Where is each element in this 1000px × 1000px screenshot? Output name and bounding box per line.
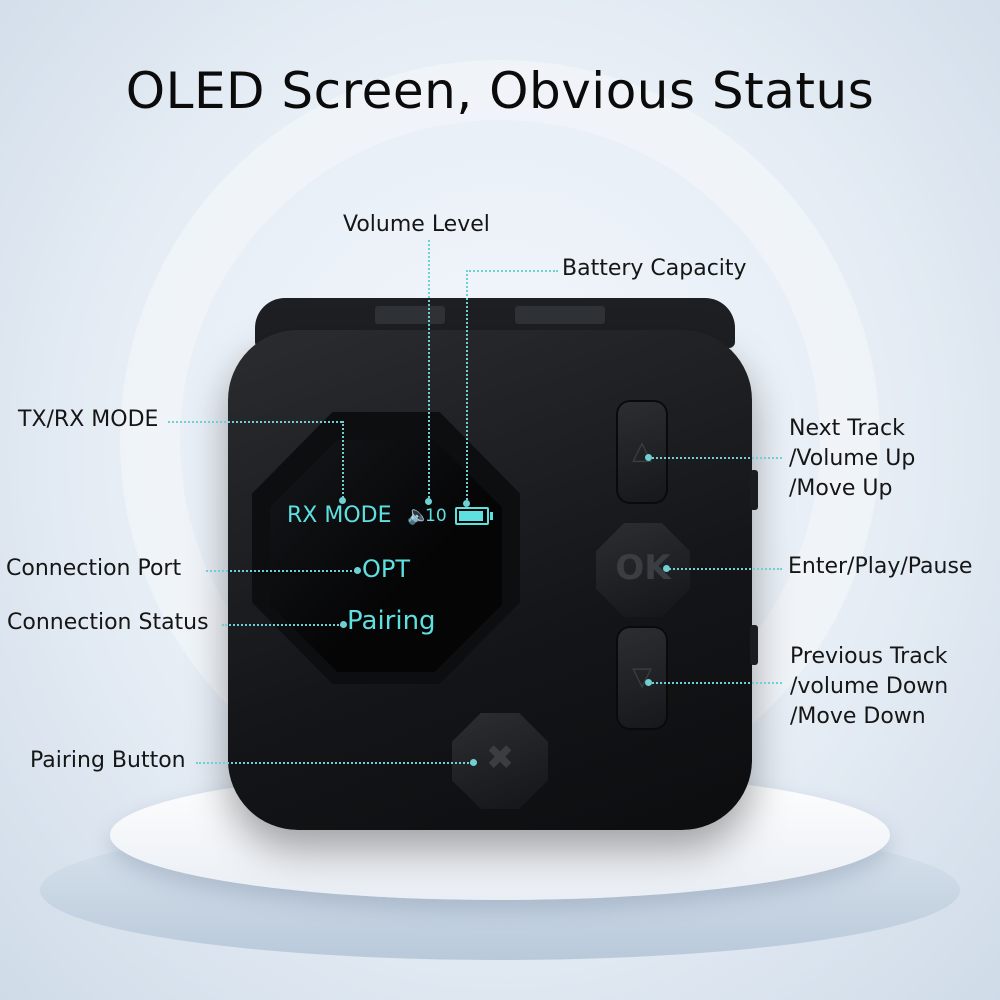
leader-dot bbox=[340, 621, 347, 628]
leader-line bbox=[428, 240, 430, 502]
leader-dot bbox=[645, 454, 652, 461]
next-track-label: Next Track /Volume Up /Move Up bbox=[789, 414, 915, 504]
ok-button-label: OK bbox=[615, 548, 671, 588]
page-title: OLED Screen, Obvious Status bbox=[125, 62, 875, 120]
side-nub bbox=[750, 625, 758, 665]
previous-track-line: /volume Down bbox=[790, 674, 949, 699]
volume-level-label: Volume Level bbox=[343, 212, 490, 237]
leader-dot bbox=[645, 679, 652, 686]
leader-dot bbox=[339, 497, 346, 504]
previous-track-button[interactable]: ▽ bbox=[616, 626, 668, 730]
previous-track-label: Previous Track /volume Down /Move Down bbox=[790, 642, 948, 732]
next-track-line: /Volume Up bbox=[789, 446, 916, 471]
leader-line bbox=[206, 570, 356, 572]
battery-icon bbox=[455, 507, 493, 525]
next-track-line: /Move Up bbox=[789, 476, 893, 501]
previous-track-line: /Move Down bbox=[790, 704, 926, 729]
txrx-mode-label: TX/RX MODE bbox=[18, 407, 159, 432]
leader-dot bbox=[425, 498, 432, 505]
leader-line bbox=[666, 568, 782, 570]
oled-mode-text: RX MODE bbox=[287, 503, 392, 528]
leader-line bbox=[196, 762, 472, 764]
leader-line bbox=[648, 457, 782, 459]
battery-capacity-label: Battery Capacity bbox=[562, 256, 747, 281]
ok-button[interactable] bbox=[596, 523, 690, 617]
leader-dot bbox=[470, 759, 477, 766]
leader-line bbox=[342, 421, 344, 501]
leader-dot bbox=[354, 567, 361, 574]
leader-dot bbox=[463, 500, 470, 507]
oled-port-text: OPT bbox=[362, 555, 411, 583]
next-track-line: Next Track bbox=[789, 416, 905, 441]
leader-line bbox=[168, 421, 342, 423]
oled-volume-text: 10 bbox=[425, 506, 447, 526]
leader-line bbox=[466, 270, 468, 504]
bluetooth-icon: ✖ bbox=[485, 738, 515, 778]
triangle-up-icon: △ bbox=[632, 436, 652, 466]
next-track-button[interactable]: △ bbox=[616, 400, 668, 504]
oled-status-text: Pairing bbox=[347, 606, 436, 636]
pairing-button-label: Pairing Button bbox=[30, 748, 186, 773]
side-nub bbox=[750, 470, 758, 510]
enter-play-pause-label: Enter/Play/Pause bbox=[788, 554, 973, 579]
leader-dot bbox=[663, 565, 670, 572]
top-port bbox=[515, 306, 605, 324]
pairing-button[interactable] bbox=[452, 713, 548, 809]
leader-line bbox=[222, 624, 342, 626]
connection-status-label: Connection Status bbox=[7, 610, 209, 635]
speaker-icon: 🔈 bbox=[407, 505, 430, 526]
previous-track-line: Previous Track bbox=[790, 644, 948, 669]
leader-line bbox=[648, 682, 782, 684]
connection-port-label: Connection Port bbox=[6, 556, 182, 581]
top-port bbox=[375, 306, 445, 324]
triangle-down-icon: ▽ bbox=[632, 662, 652, 692]
oled-screen bbox=[270, 440, 502, 672]
leader-line bbox=[466, 270, 558, 272]
